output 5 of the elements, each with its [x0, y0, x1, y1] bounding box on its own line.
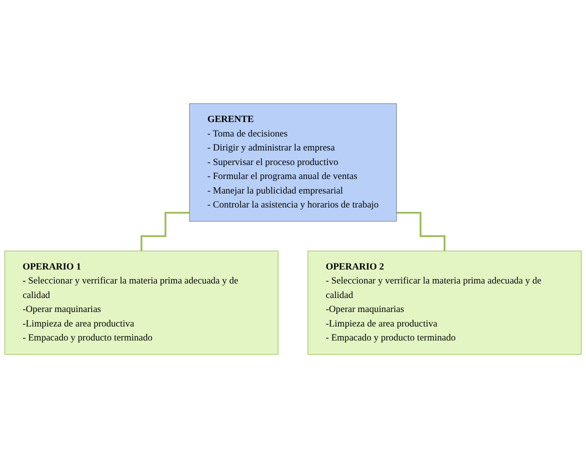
- node-box: OPERARIO 2 - Seleccionar y verrificar la materia prima adecuada y de calidad -Operar maquinarias -Limpieza de area productiva - Empacado y producto terminado: [308, 250, 582, 355]
- node-box: GERENTE - Toma de decisiones - Dirigir y administrar la empresa - Supervisar el proceso productivo - Formular el programa anual de ventas - Manejar la publicidad empresarial - Controlar la asistencia y horarios de trabajo: [189, 103, 397, 222]
- connector: [396, 212, 446, 252]
- connector: [140, 212, 190, 252]
- node-box: OPERARIO 1 - Seleccionar y verrificar la materia prima adecuada y de calidad -Operar maquinarias -Limpieza de area productiva - Empacado y producto terminado: [4, 250, 278, 355]
